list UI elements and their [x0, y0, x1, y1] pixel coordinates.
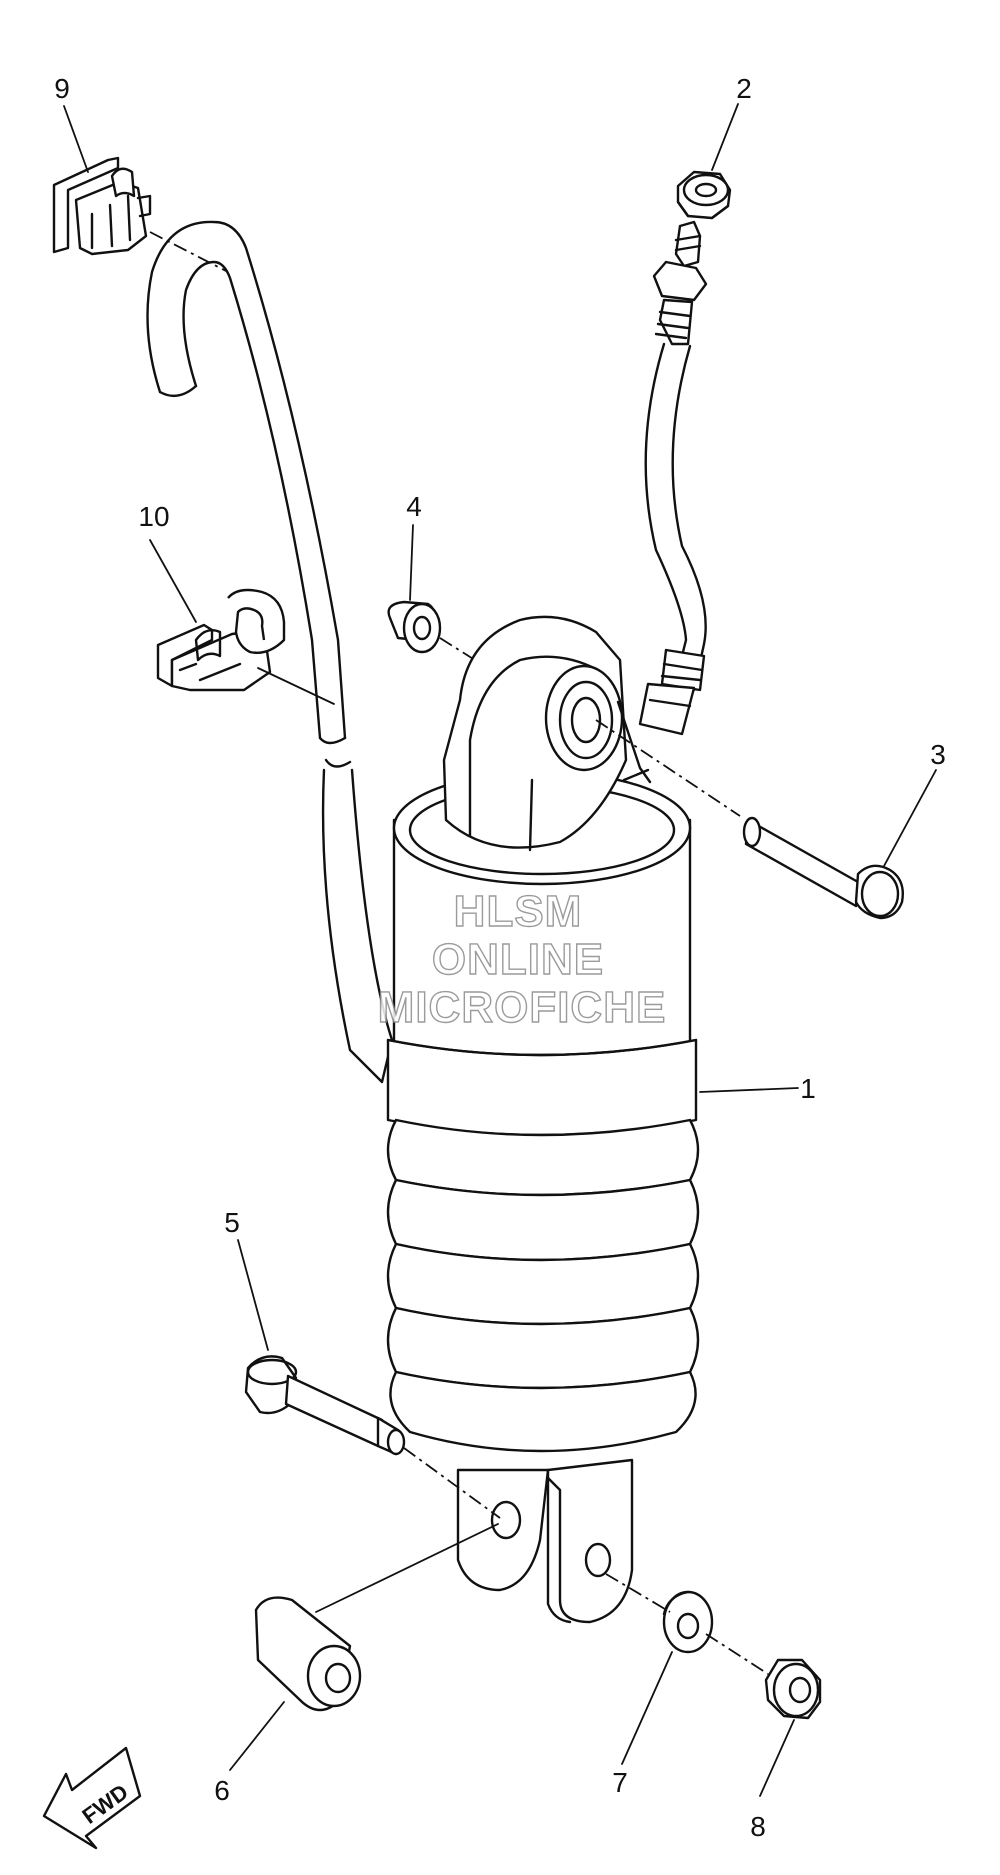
- callout-4[interactable]: 4: [406, 491, 422, 522]
- part-6-spacer[interactable]: [254, 1596, 362, 1712]
- leader-9: [63, 105, 89, 173]
- part-3-bolt[interactable]: [742, 816, 904, 920]
- watermark: HLSM ONLINE MICROFICHE: [377, 886, 667, 1032]
- part-4-collar[interactable]: [387, 600, 442, 654]
- callout-3[interactable]: 3: [930, 739, 946, 770]
- callout-7[interactable]: 7: [612, 1767, 628, 1798]
- part-2-nut[interactable]: [676, 170, 732, 220]
- callout-2[interactable]: 2: [736, 73, 752, 104]
- watermark-line-2: ONLINE: [432, 935, 604, 984]
- leader-8-dash: [705, 1633, 769, 1675]
- part-8-nut[interactable]: [764, 1658, 822, 1720]
- leader-5: [237, 1239, 269, 1351]
- leader-3-dash: [595, 719, 741, 817]
- fwd-arrow-icon: FWD: [42, 1746, 142, 1850]
- leader-3: [883, 769, 937, 867]
- leader-10: [149, 539, 197, 623]
- leader-4: [409, 524, 414, 601]
- leader-6: [229, 1701, 285, 1771]
- part-5-bolt[interactable]: [244, 1355, 406, 1456]
- breather-hose[interactable]: [146, 220, 394, 1084]
- callout-5[interactable]: 5: [224, 1207, 240, 1238]
- part-7-washer[interactable]: [662, 1590, 714, 1654]
- callout-10[interactable]: 10: [138, 501, 169, 532]
- part-9-clip[interactable]: [52, 156, 152, 256]
- callout-9[interactable]: 9: [54, 73, 70, 104]
- leader-10-b: [257, 667, 335, 705]
- part-1-shock-absorber[interactable]: [386, 615, 700, 1624]
- callout-6[interactable]: 6: [214, 1775, 230, 1806]
- leader-1: [699, 1087, 799, 1093]
- part-10-clip[interactable]: [156, 588, 286, 692]
- leader-5-dash: [403, 1447, 501, 1519]
- leader-9-dash: [149, 231, 229, 273]
- leader-7-dash: [605, 1573, 671, 1613]
- watermark-line-1: HLSM: [454, 887, 583, 936]
- leader-7: [621, 1651, 673, 1765]
- callout-8[interactable]: 8: [750, 1811, 766, 1842]
- watermark-line-3: MICROFICHE: [378, 983, 667, 1032]
- leader-6-b: [315, 1523, 499, 1613]
- callout-1[interactable]: 1: [800, 1073, 816, 1104]
- leader-8: [759, 1719, 795, 1797]
- reservoir-hose[interactable]: [638, 220, 708, 736]
- leader-2: [711, 103, 739, 171]
